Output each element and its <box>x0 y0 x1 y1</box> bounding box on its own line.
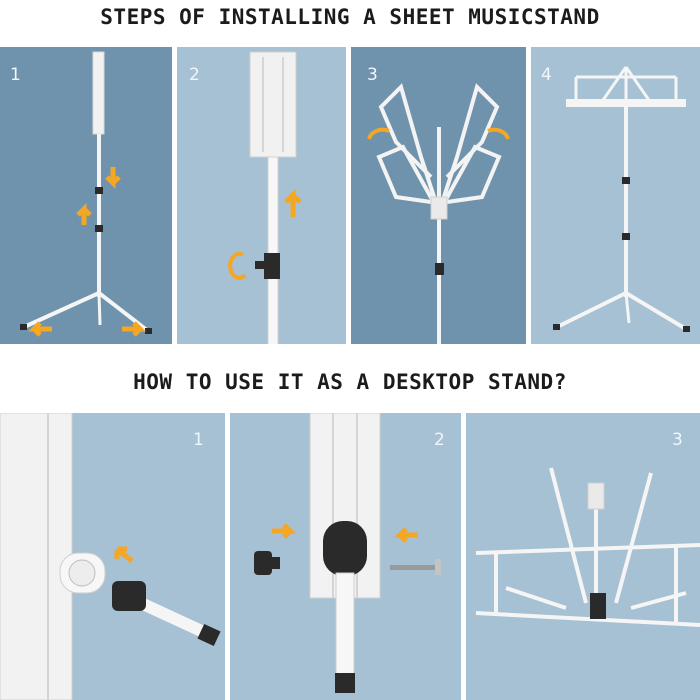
arrow-icon <box>105 167 121 190</box>
step-number: 3 <box>367 65 378 85</box>
desktop-stand-illustration <box>475 467 700 627</box>
step-number: 2 <box>189 65 200 85</box>
unfolding-desk-illustration <box>367 83 510 344</box>
rotate-icon <box>228 251 247 280</box>
desktop-step-1-panel: 1 <box>0 413 225 700</box>
arrow-icon <box>114 546 134 563</box>
step-number: 1 <box>193 430 204 450</box>
install-step-2-panel: 2 <box>177 47 346 344</box>
desktop-stand-title: HOW TO USE IT AS A DESKTOP STAND? <box>119 370 581 394</box>
folded-tripod-illustration <box>20 51 152 337</box>
assembled-stand-illustration <box>553 66 690 332</box>
install-step-4-panel: 4 <box>531 47 700 344</box>
desktop-step-3-panel: 3 <box>466 413 700 700</box>
desktop-stand-heading: HOW TO USE IT AS A DESKTOP STAND? <box>0 370 700 394</box>
raising-desk-illustration <box>228 51 302 344</box>
arrow-icon <box>122 321 147 337</box>
arrow-icon <box>27 321 52 337</box>
arrow-icon <box>284 188 302 217</box>
removing-legs-illustration <box>0 413 221 700</box>
screw-attachment-illustration <box>254 413 441 693</box>
rotate-icon <box>487 127 510 140</box>
install-step-1-panel: 1 <box>0 47 172 344</box>
arrow-icon <box>393 527 418 543</box>
rotate-icon <box>367 127 390 140</box>
installing-steps-title: STEPS OF INSTALLING A SHEET MUSICSTAND <box>86 5 615 29</box>
arrow-icon <box>76 202 92 225</box>
step-number: 1 <box>10 65 21 85</box>
installing-steps-heading: STEPS OF INSTALLING A SHEET MUSICSTAND <box>0 5 700 29</box>
desktop-step-2-panel: 2 <box>230 413 461 700</box>
step-number: 3 <box>672 430 683 450</box>
step-number: 4 <box>541 65 552 85</box>
install-step-3-panel: 3 <box>351 47 526 344</box>
arrow-icon <box>272 523 297 539</box>
step-number: 2 <box>434 430 445 450</box>
